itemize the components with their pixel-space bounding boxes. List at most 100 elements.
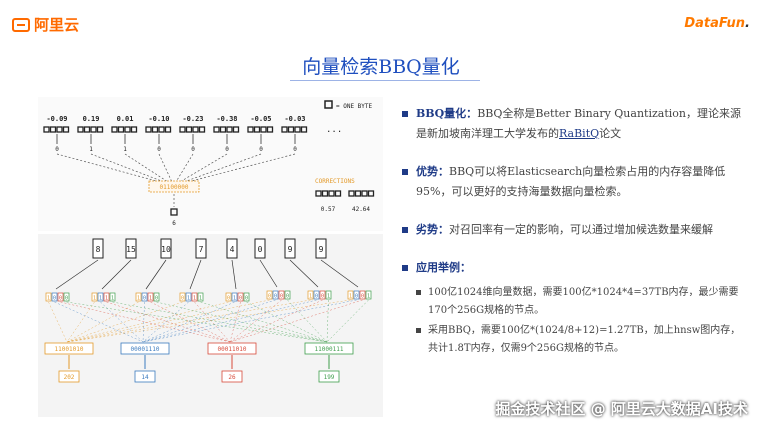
bullet-marker (402, 265, 408, 271)
plane-line (194, 301, 231, 343)
bit-cell (153, 292, 160, 302)
byte-square (247, 126, 254, 133)
plane-line (106, 301, 231, 343)
bit-cell-value: 0 (53, 296, 56, 302)
byte-square (213, 126, 220, 133)
byte-square (179, 126, 186, 133)
plane-line (66, 301, 95, 343)
plane-line (100, 301, 144, 343)
bit-cell (359, 290, 366, 300)
correction-square (315, 190, 322, 197)
plane-result: 26 (228, 374, 236, 381)
rabitq-link[interactable]: RaBitQ (559, 127, 600, 140)
bit-cell (63, 292, 70, 302)
bullet-marker (402, 227, 408, 233)
byte-legend-label: = ONE BYTE (336, 103, 373, 110)
bit-plane-box (304, 342, 354, 355)
sub-bullet-marker (416, 328, 421, 333)
bullet-label: 优势： (416, 165, 449, 178)
byte-square (145, 126, 152, 133)
plane-line (326, 299, 329, 343)
datafun-logo: DataFun. (684, 16, 750, 31)
bit-cell-value: 1 (93, 296, 96, 302)
aliyun-logo-text: 阿里云 (34, 16, 80, 34)
vector-value: 0.01 (117, 115, 134, 123)
vector-value: -0.03 (284, 115, 305, 123)
vector-value: -0.10 (148, 115, 169, 123)
bit-cell (103, 292, 110, 302)
byte-square (219, 126, 227, 133)
converge-line (176, 153, 194, 182)
plane-line (229, 299, 282, 343)
plane-line (54, 301, 144, 343)
bit-cell-value: 0 (286, 294, 289, 300)
correction-square (334, 190, 342, 197)
bit-cell-value: 0 (274, 294, 277, 300)
bit-cell-value: 0 (315, 294, 318, 300)
example-item: 采用BBQ，需要100亿*(1024/8+12)=1.27TB，加上hnsw图内… (402, 322, 747, 358)
bit-cell (197, 292, 204, 302)
slide-title: 向量检索BBQ量化 (302, 56, 460, 78)
bit-cell (91, 292, 98, 302)
group-arrow (145, 259, 167, 290)
packed-result: 6 (172, 220, 176, 227)
content-panel: BBQ量化：BBQ全称是Better Binary Quantization，理… (402, 104, 747, 360)
plane-result-box (221, 370, 243, 383)
packed-byte-label: 01100000 (160, 184, 189, 191)
example-text: 100亿1024维向量数据，需要100亿*1024*4=37TB内存，最少需要1… (428, 287, 739, 316)
converge-line (56, 153, 157, 182)
byte-square (130, 126, 138, 133)
group-arrow (289, 259, 319, 288)
bit-cell-value: 0 (181, 296, 184, 302)
plane-line (156, 301, 328, 343)
bullet-bbq: BBQ量化：BBQ全称是Better Binary Quantization，理… (402, 104, 747, 144)
plane-line (142, 301, 145, 343)
number-card-value: 8 (96, 245, 101, 254)
bit-cell (266, 290, 273, 300)
converge-line (158, 153, 172, 182)
bit-cell-value: 1 (349, 294, 352, 300)
corrections-label: CORRECTIONS (315, 178, 355, 185)
bit-cell (51, 292, 58, 302)
byte-square (300, 126, 308, 133)
byte-square (158, 126, 165, 133)
byte-square (260, 126, 267, 133)
correction-square (348, 190, 355, 197)
bit-cell (353, 290, 360, 300)
byte-square (164, 126, 172, 133)
bit-cell-value: 0 (321, 294, 324, 300)
example-text: 采用BBQ，需要100亿*(1024/8+12)=1.27TB，加上hnsw图内… (428, 325, 741, 354)
correction-square (354, 190, 362, 197)
bit-cell-value: 1 (233, 296, 236, 302)
number-card (226, 238, 238, 259)
byte-square (281, 126, 288, 133)
bit-cell-value: 1 (327, 294, 330, 300)
byte-square (253, 126, 261, 133)
sub-bullet-marker (416, 290, 421, 295)
group-arrow (55, 259, 99, 290)
byte-square (117, 126, 125, 133)
number-card-value: 4 (230, 245, 235, 254)
bit-cell (278, 290, 285, 300)
plane-line (142, 299, 276, 343)
group-arrow (231, 259, 237, 290)
plane-result: 199 (324, 374, 335, 381)
bit-cell (135, 292, 142, 302)
bit-cell (225, 292, 232, 302)
byte-square (62, 126, 70, 133)
number-card-value: 10 (161, 245, 171, 254)
bullet-marker (402, 169, 408, 175)
bit-cell-value: 1 (137, 296, 140, 302)
byte-square (198, 126, 206, 133)
byte-square (294, 126, 301, 133)
plane-line (66, 301, 183, 343)
number-card (125, 238, 137, 259)
vector-value: -0.05 (250, 115, 271, 123)
group-arrow (320, 259, 359, 288)
group-arrow (259, 259, 278, 288)
plane-line (246, 301, 328, 343)
bit-cell-value: 0 (227, 296, 230, 302)
bit-cell-value: 1 (105, 296, 108, 302)
bit-cell-value: 1 (199, 296, 202, 302)
